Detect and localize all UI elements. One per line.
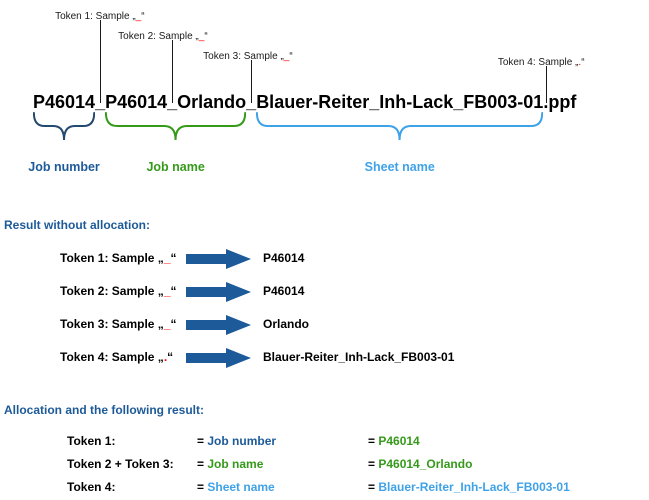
- right-arrow-icon: [186, 348, 251, 368]
- allocation-field: = Job name: [197, 457, 264, 471]
- job-number-label: Job number: [28, 160, 100, 174]
- result-row-label: Token 4: Sample „.“: [60, 350, 174, 364]
- allocation-field: = Job number: [197, 434, 277, 448]
- token4-callout-label: Token 4: Sample „.“: [497, 57, 585, 68]
- right-arrow-icon: [186, 282, 251, 302]
- result-heading: Result without allocation:: [4, 218, 150, 232]
- filename-separator-1: _ Token 1: Sample „_“: [55, 11, 145, 113]
- allocation-heading: Allocation and the following result:: [4, 403, 204, 417]
- result-row-label: Token 2: Sample „_“: [60, 284, 177, 298]
- allocation-token: Token 1:: [67, 434, 116, 448]
- brace-icon: [33, 112, 95, 142]
- allocation-token: Token 2 + Token 3:: [67, 457, 174, 471]
- filename-token4: Blauer-Reiter_Inh-Lack_FB003-01 Sheet na…: [256, 91, 544, 174]
- token1-separator-sample: _: [135, 11, 142, 22]
- token3-callout-line: Token 3: Sample „_“: [203, 51, 293, 103]
- allocation-value: = P46014: [368, 434, 420, 448]
- result-row-value: Blauer-Reiter_Inh-Lack_FB003-01: [263, 350, 455, 364]
- result-row-value: P46014: [263, 284, 305, 298]
- filename-token2-text: P46014: [105, 92, 168, 112]
- result-row-label: Token 1: Sample „_“: [60, 251, 177, 265]
- token3-callout-label: Token 3: Sample „_“: [203, 51, 293, 62]
- filename-token4-text: Blauer-Reiter_Inh-Lack_FB003-01: [256, 92, 544, 112]
- token1-callout-label: Token 1: Sample „_“: [55, 11, 145, 22]
- token1-callout-line: Token 1: Sample „_“: [55, 11, 145, 103]
- result-row-value: P46014: [263, 251, 305, 265]
- job-number-brace: Job number: [28, 112, 100, 174]
- token2-callout-line: Token 2: Sample „_“: [118, 31, 208, 103]
- brace-icon: [105, 112, 246, 142]
- right-arrow-icon: [186, 315, 251, 335]
- filename-job-name-group: P46014_ Token 2: Sample „_“ Orlando Job …: [105, 31, 247, 174]
- allocation-token: Token 4:: [67, 480, 116, 494]
- allocation-value: = Blauer-Reiter_Inh-Lack_FB003-01: [368, 480, 570, 494]
- sheet-name-label: Sheet name: [364, 160, 435, 174]
- allocation-field: = Sheet name: [197, 480, 275, 494]
- filename: P46014 Job number _ Token 1: Sample „_“ …: [28, 11, 585, 174]
- job-name-brace: Job name: [105, 112, 246, 174]
- result-row-value: Orlando: [263, 317, 310, 331]
- sheet-name-brace: Sheet name: [256, 112, 543, 174]
- filename-separator-3: _ Token 3: Sample „_“: [203, 51, 293, 113]
- result-row-label: Token 3: Sample „_“: [60, 317, 177, 331]
- token2-separator-sample: _: [198, 31, 205, 42]
- allocation-value: = P46014_Orlando: [368, 457, 473, 471]
- filename-extension: ppf: [548, 92, 577, 112]
- filename-token1-text: P46014: [33, 92, 96, 112]
- filename-separator-2: _ Token 2: Sample „_“: [118, 31, 208, 113]
- right-arrow-icon: [186, 249, 251, 269]
- token2-callout-label: Token 2: Sample „_“: [118, 31, 208, 42]
- token4-separator-sample: .: [578, 57, 582, 68]
- brace-icon: [256, 112, 543, 142]
- filename-token1: P46014 Job number: [28, 91, 100, 174]
- token3-separator-sample: _: [283, 51, 290, 62]
- token4-callout-line: Token 4: Sample „.“: [498, 57, 585, 103]
- job-name-label: Job name: [146, 160, 205, 174]
- filename-token3-text: Orlando: [177, 92, 247, 112]
- filename-separator-4: . Token 4: Sample „.“: [498, 57, 585, 113]
